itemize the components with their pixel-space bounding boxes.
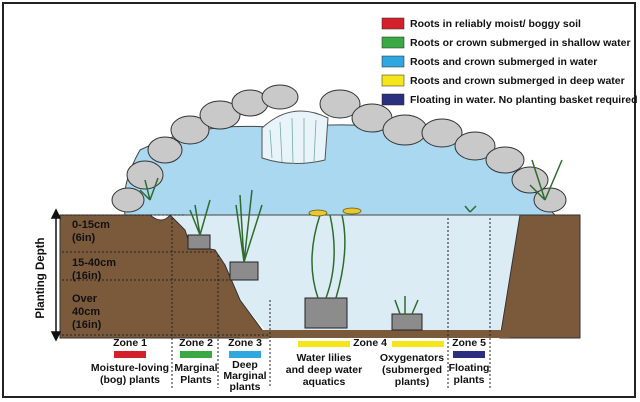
zone-3-swatch (229, 351, 261, 358)
zone-4: Zone 4 Water lilies and deep water aquat… (286, 337, 444, 388)
legend-swatch-5 (382, 94, 404, 105)
zone-5-desc-line2: plants (454, 374, 485, 386)
depth-level-3-line2: 40cm (72, 306, 100, 318)
legend-swatch-1 (382, 18, 404, 29)
zone-4-desc-b-line2: (submerged (382, 364, 442, 376)
zone-5-title: Zone 5 (452, 337, 486, 349)
depth-level-2-line2: (16in) (72, 270, 102, 282)
legend-label-5: Floating in water. No planting basket re… (410, 94, 638, 106)
zone-1-swatch (114, 351, 146, 358)
zone-3-desc-line3: plants (230, 381, 261, 393)
zone-4-desc-b-line1: Oxygenators (380, 352, 444, 364)
zone-4-desc-b-line3: plants) (395, 376, 429, 388)
zone-5-desc-line1: Floating (449, 362, 490, 374)
depth-level-3-line3: (16in) (72, 319, 102, 331)
zone-4-desc-line3: aquatics (303, 376, 346, 388)
depth-level-1-line1: 0-15cm (72, 219, 110, 231)
zone-1-desc-line1: Moisture-loving (91, 362, 169, 374)
zone-4-desc-line1: Water lilies (296, 352, 351, 364)
zone-3-title: Zone 3 (228, 337, 262, 349)
legend-label-3: Roots and crown submerged in water (410, 56, 597, 68)
zone-4-desc-line2: and deep water (286, 364, 362, 376)
zone-2-desc-line2: Plants (180, 374, 212, 386)
zone-2: Zone 2 Marginal Plants (174, 337, 217, 386)
legend-swatch-4 (382, 75, 404, 86)
zone-2-swatch (180, 351, 212, 358)
zone-2-title: Zone 2 (179, 337, 213, 349)
depth-level-3-line1: Over (72, 293, 98, 305)
legend: Roots in reliably moist/ boggy soil Root… (382, 18, 638, 106)
zone-1: Zone 1 Moisture-loving (bog) plants (91, 337, 169, 386)
depth-axis-arrow (52, 210, 60, 340)
zone-1-desc-line2: (bog) plants (100, 374, 160, 386)
zone-4-swatch-right (392, 341, 444, 347)
zone-5-swatch (453, 351, 485, 358)
depth-axis-title: Planting Depth (35, 237, 47, 318)
legend-swatch-3 (382, 56, 404, 67)
zone-2-desc-line1: Marginal (174, 362, 217, 374)
depth-level-1-line2: (6in) (72, 232, 96, 244)
depth-level-2-line1: 15-40cm (72, 257, 116, 269)
legend-swatch-2 (382, 37, 404, 48)
zone-1-title: Zone 1 (113, 337, 147, 349)
zone-4-swatch-left (298, 341, 350, 347)
legend-label-2: Roots or crown submerged in shallow wate… (410, 37, 631, 49)
legend-label-1: Roots in reliably moist/ boggy soil (410, 18, 581, 30)
zone-4-title: Zone 4 (353, 337, 387, 349)
zone-3: Zone 3 Deep Marginal plants (223, 337, 266, 393)
zone-5: Zone 5 Floating plants (449, 337, 490, 386)
legend-label-4: Roots and crown submerged in deep water (410, 75, 625, 87)
